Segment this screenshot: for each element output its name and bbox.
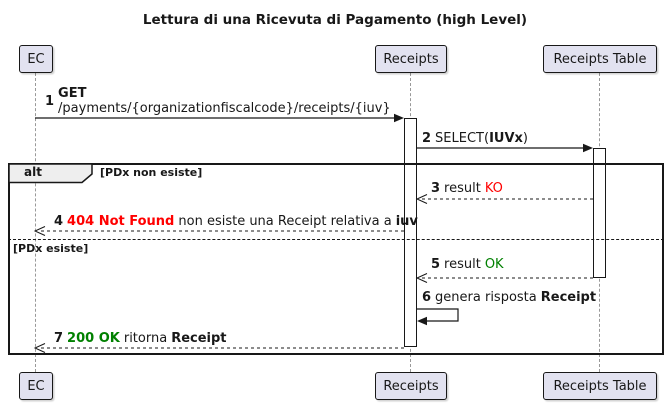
participant-receipts-table-top: Receipts Table bbox=[543, 45, 657, 73]
message-status: OK bbox=[484, 257, 504, 272]
message-5-arrow bbox=[415, 273, 593, 283]
activation-receipts-table bbox=[593, 148, 606, 278]
message-6-self-arrow bbox=[417, 308, 459, 326]
alt-operator-tab bbox=[8, 163, 93, 184]
message-arg: IUVx bbox=[489, 131, 523, 146]
message-number: 5 bbox=[431, 257, 441, 272]
alt-operator-label: alt bbox=[24, 165, 42, 179]
message-text: ) bbox=[522, 131, 528, 146]
message-7-label: 7 200 OK ritorna Receipt bbox=[54, 331, 227, 346]
message-number: 6 bbox=[422, 290, 432, 305]
message-6-label: 6 genera risposta Receipt bbox=[422, 290, 596, 305]
message-text: result bbox=[444, 257, 481, 272]
participant-label: EC bbox=[27, 378, 45, 394]
alt-divider bbox=[8, 239, 664, 240]
message-number: 2 bbox=[422, 131, 432, 146]
alt-condition-2: [PDx esiste] bbox=[13, 242, 89, 255]
message-text: ritorna bbox=[123, 331, 168, 346]
participant-receipts-bottom: Receipts bbox=[375, 372, 447, 400]
participant-label: EC bbox=[27, 51, 45, 67]
message-path: /payments/{organizationfiscalcode}/recei… bbox=[58, 101, 391, 116]
participant-ec-top: EC bbox=[19, 45, 53, 73]
diagram-title: Lettura di una Ricevuta di Pagamento (hi… bbox=[142, 12, 528, 28]
participant-receipts-table-bottom: Receipts Table bbox=[543, 372, 657, 400]
message-number: 3 bbox=[431, 181, 441, 196]
message-5-label: 5 result OK bbox=[431, 257, 504, 272]
alt-frame bbox=[8, 163, 664, 355]
message-status: 200 OK bbox=[67, 331, 120, 346]
message-1-label: 1 GET/payments/{organizationfiscalcode}/… bbox=[45, 86, 391, 116]
message-status: KO bbox=[484, 181, 503, 196]
participant-receipts-top: Receipts bbox=[375, 45, 447, 73]
message-3-label: 3 result KO bbox=[431, 181, 503, 196]
message-2-label: 2 SELECT(IUVx) bbox=[422, 131, 528, 146]
message-method: GET bbox=[58, 86, 87, 101]
message-number: 7 bbox=[54, 331, 64, 346]
participant-ec-bottom: EC bbox=[19, 372, 53, 400]
message-4-label: 4 404 Not Found non esiste una Receipt r… bbox=[54, 214, 418, 229]
message-text: non esiste una Receipt relativa a bbox=[178, 214, 392, 229]
message-number: 1 bbox=[45, 93, 55, 109]
message-arg: iuv bbox=[395, 214, 418, 229]
message-arg: Receipt bbox=[171, 331, 227, 346]
lifeline-ec bbox=[35, 73, 36, 372]
message-text: SELECT( bbox=[435, 131, 490, 146]
participant-label: Receipts Table bbox=[553, 51, 647, 67]
activation-receipts bbox=[404, 118, 417, 347]
alt-condition-1: [PDx non esiste] bbox=[100, 166, 203, 179]
message-text: genera risposta bbox=[435, 290, 537, 305]
message-number: 4 bbox=[54, 214, 64, 229]
participant-label: Receipts Table bbox=[553, 378, 647, 394]
message-text: result bbox=[444, 181, 481, 196]
participant-label: Receipts bbox=[383, 51, 439, 67]
message-status: 404 Not Found bbox=[67, 214, 175, 229]
participant-label: Receipts bbox=[383, 378, 439, 394]
message-arg: Receipt bbox=[540, 290, 597, 305]
